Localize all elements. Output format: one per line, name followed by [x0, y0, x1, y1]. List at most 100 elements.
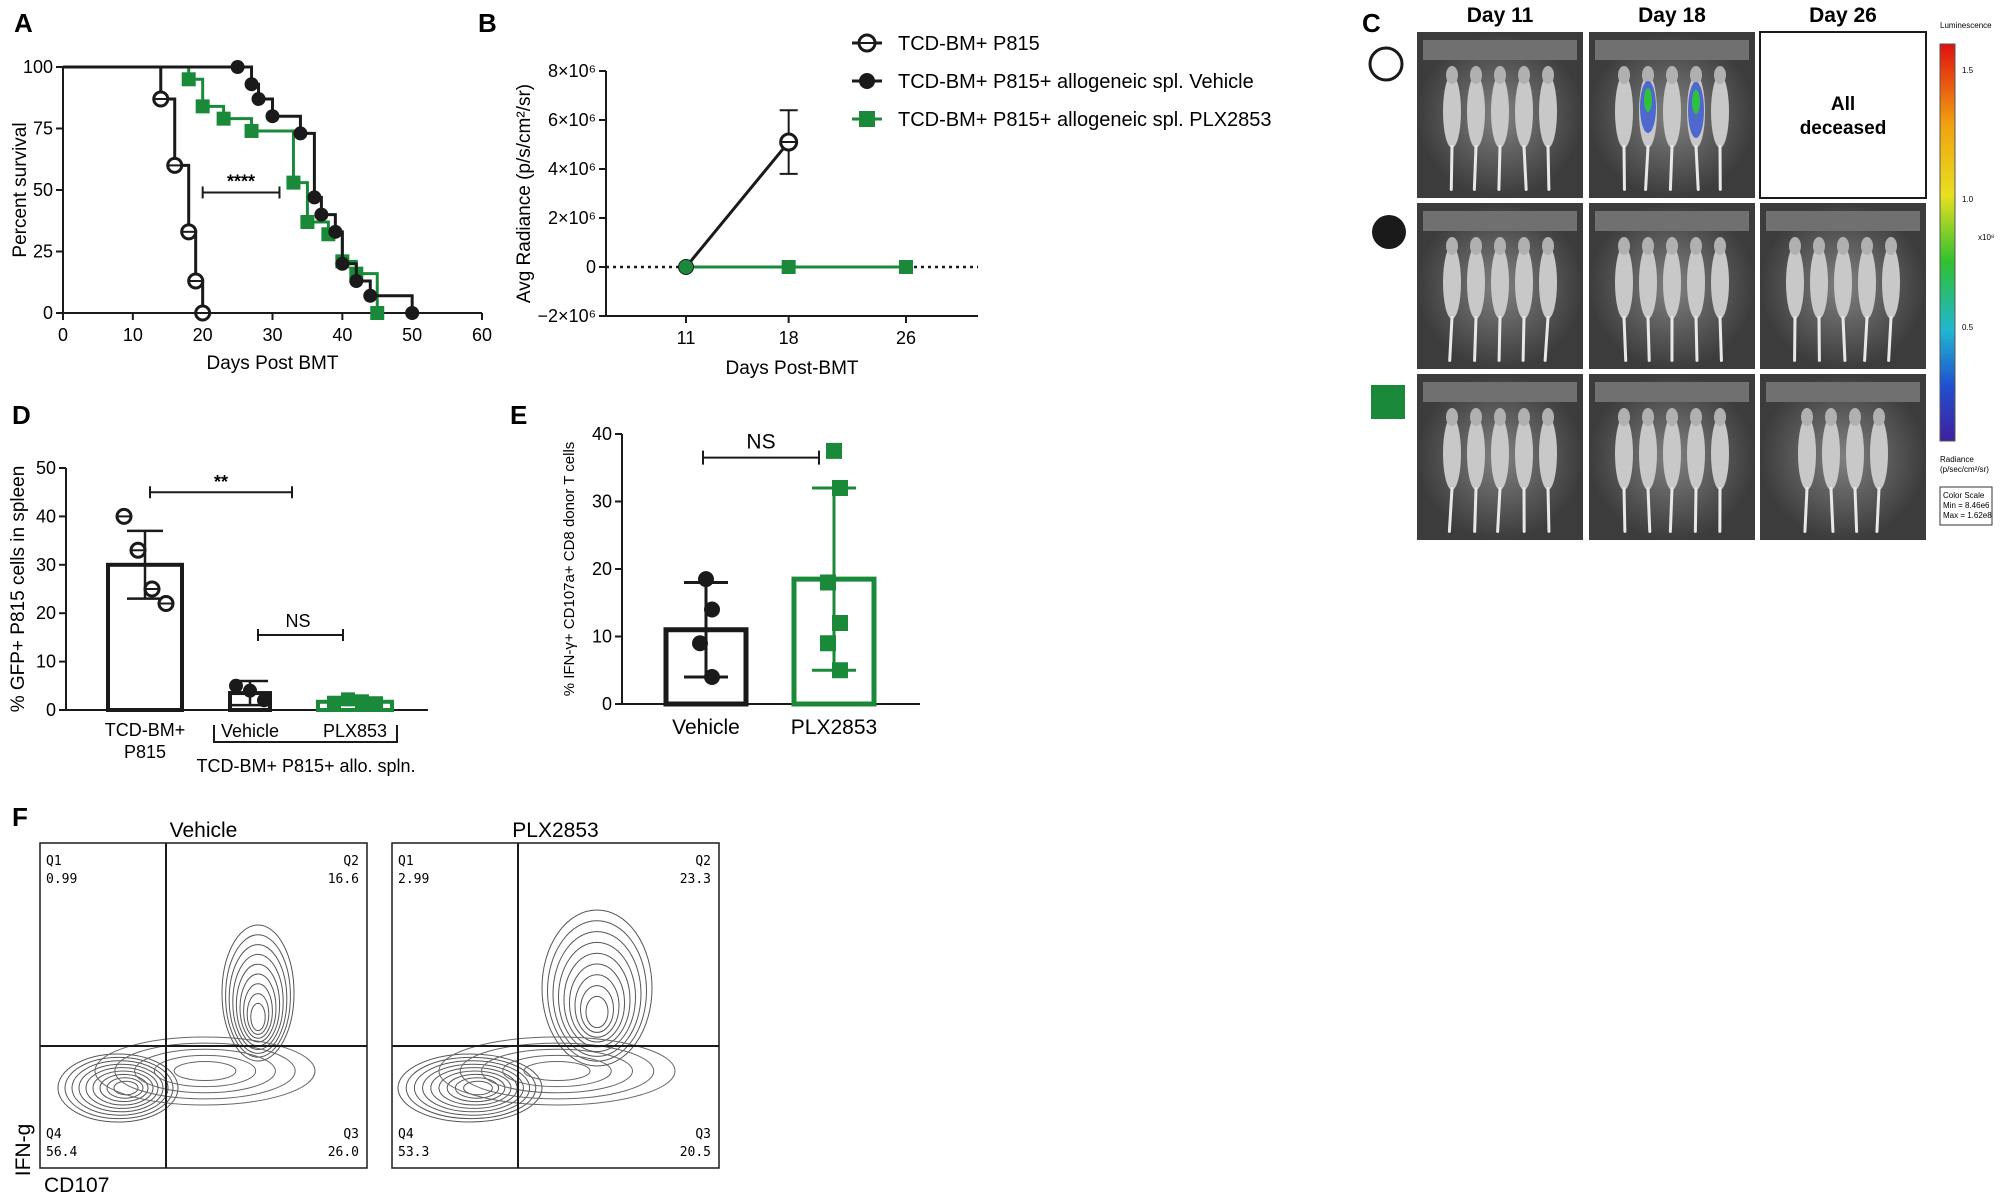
mouse-head: [1837, 237, 1849, 255]
data-point: [820, 635, 836, 651]
mouse-head: [1494, 237, 1506, 255]
panel-f-flow-plots: VehicleQ10.99Q216.6Q456.4Q326.0PLX2853Q1…: [12, 819, 719, 1197]
survival-marker-green: [196, 99, 210, 113]
day-label: Day 11: [1467, 4, 1534, 27]
mouse-head: [1446, 237, 1458, 255]
y-tick-label: 10: [36, 652, 56, 672]
mouse-tail: [1648, 489, 1650, 532]
data-point: [117, 509, 131, 523]
mouse-head: [1446, 408, 1458, 426]
mouse-head: [1446, 66, 1458, 84]
mouse-holder: [1595, 211, 1749, 231]
mouse-tail: [1805, 489, 1807, 532]
flow-plot-frame: [40, 843, 367, 1168]
mouse-body: [1711, 246, 1729, 319]
mouse-body: [1858, 246, 1876, 319]
flow-plot-title: Vehicle: [170, 819, 238, 842]
imaging-tile: [1417, 32, 1583, 198]
mouse-body: [1663, 246, 1681, 319]
y-tick-label: 100: [23, 57, 53, 77]
mouse-head: [1789, 237, 1801, 255]
data-point: [341, 692, 355, 706]
survival-marker-black: [293, 126, 307, 140]
scale-exponent: x10⁸: [1978, 233, 1994, 242]
x-tick-label: 20: [193, 325, 213, 345]
survival-marker-black: [266, 109, 280, 123]
luminescence-signal-core: [1644, 88, 1652, 112]
y-tick-label: 10: [592, 627, 612, 647]
panel-c-label: C: [1362, 8, 1381, 38]
quadrant-value: 26.0: [328, 1145, 359, 1160]
mouse-tail: [1843, 318, 1845, 361]
data-point: [145, 582, 159, 596]
mouse-holder: [1595, 382, 1749, 402]
data-point-open: [781, 134, 797, 150]
y-tick-label: 30: [592, 492, 612, 512]
mouse-head: [1542, 66, 1554, 84]
mouse-body: [1539, 417, 1557, 490]
mouse-body: [1491, 417, 1509, 490]
y-tick-label: 25: [33, 242, 53, 262]
mouse-head: [1494, 66, 1506, 84]
data-point: [355, 694, 369, 708]
quadrant-name: Q2: [343, 854, 359, 869]
category-label: PLX853: [323, 721, 387, 741]
survival-marker-open: [168, 158, 182, 172]
mouse-body: [1615, 246, 1633, 319]
mouse-body: [1539, 246, 1557, 319]
mouse-tail: [1499, 147, 1500, 190]
imaging-tile: [1760, 203, 1926, 369]
quadrant-name: Q3: [695, 1127, 711, 1142]
mouse-tail: [1475, 318, 1476, 361]
survival-marker-black: [335, 257, 349, 271]
mouse-tail: [1474, 147, 1476, 190]
x-axis-title: Days Post-BMT: [725, 358, 858, 379]
mouse-head: [1861, 237, 1873, 255]
mouse-body: [1443, 75, 1461, 148]
quadrant-value: 0.99: [46, 872, 77, 887]
mouse-tail: [1695, 489, 1696, 532]
mouse-head: [1825, 408, 1837, 426]
category-label-line: TCD-BM+: [105, 720, 186, 740]
survival-line-green: [63, 67, 377, 313]
scale-unit: Radiance(p/sec/cm²/sr): [1940, 455, 1989, 474]
mouse-holder: [1595, 40, 1749, 60]
day-label: Day 18: [1638, 4, 1706, 27]
x-tick-label: 40: [332, 325, 352, 345]
y-tick-label: 40: [592, 424, 612, 444]
group-bracket-label: TCD-BM+ P815+ allo. spln.: [196, 756, 415, 776]
deceased-label-line: deceased: [1800, 118, 1887, 139]
data-point: [257, 693, 271, 707]
panel-a-survival-chart: 01020304050600255075100Days Post BMTPerc…: [10, 57, 492, 374]
mouse-tail: [1548, 489, 1549, 532]
mouse-tail: [1877, 489, 1879, 532]
survival-line-open: [63, 67, 203, 313]
data-point: [369, 696, 383, 710]
mouse-body: [1467, 246, 1485, 319]
category-label-line: P815: [124, 742, 166, 762]
survival-marker-green: [182, 72, 196, 86]
survival-marker-green: [370, 306, 384, 320]
mouse-body: [1786, 246, 1804, 319]
imaging-tile: [1417, 374, 1583, 540]
quadrant-name: Q1: [46, 854, 62, 869]
mouse-body: [1515, 417, 1533, 490]
mouse-body: [1798, 417, 1816, 490]
survival-marker-black: [245, 77, 259, 91]
mouse-body: [1639, 246, 1657, 319]
category-label: Vehicle: [672, 716, 740, 739]
y-axis-title: % IFN-γ+ CD107a+ CD8 donor T cells: [561, 442, 578, 697]
y-tick-label: 0: [602, 694, 612, 714]
mouse-body: [1870, 417, 1888, 490]
group-symbol-black: [1372, 215, 1406, 249]
legend-label: TCD-BM+ P815+ allogeneic spl. PLX2853: [898, 109, 1272, 131]
data-point: [131, 543, 145, 557]
mouse-holder: [1423, 382, 1577, 402]
y-tick-label: 2×10⁶: [548, 208, 596, 228]
mouse-head: [1618, 66, 1630, 84]
quadrant-name: Q4: [46, 1127, 62, 1142]
y-axis-title: % GFP+ P815 cells in spleen: [8, 466, 29, 713]
mouse-tail: [1696, 318, 1697, 361]
mouse-body: [1491, 246, 1509, 319]
scale-info-line: Color Scale: [1943, 491, 1985, 500]
